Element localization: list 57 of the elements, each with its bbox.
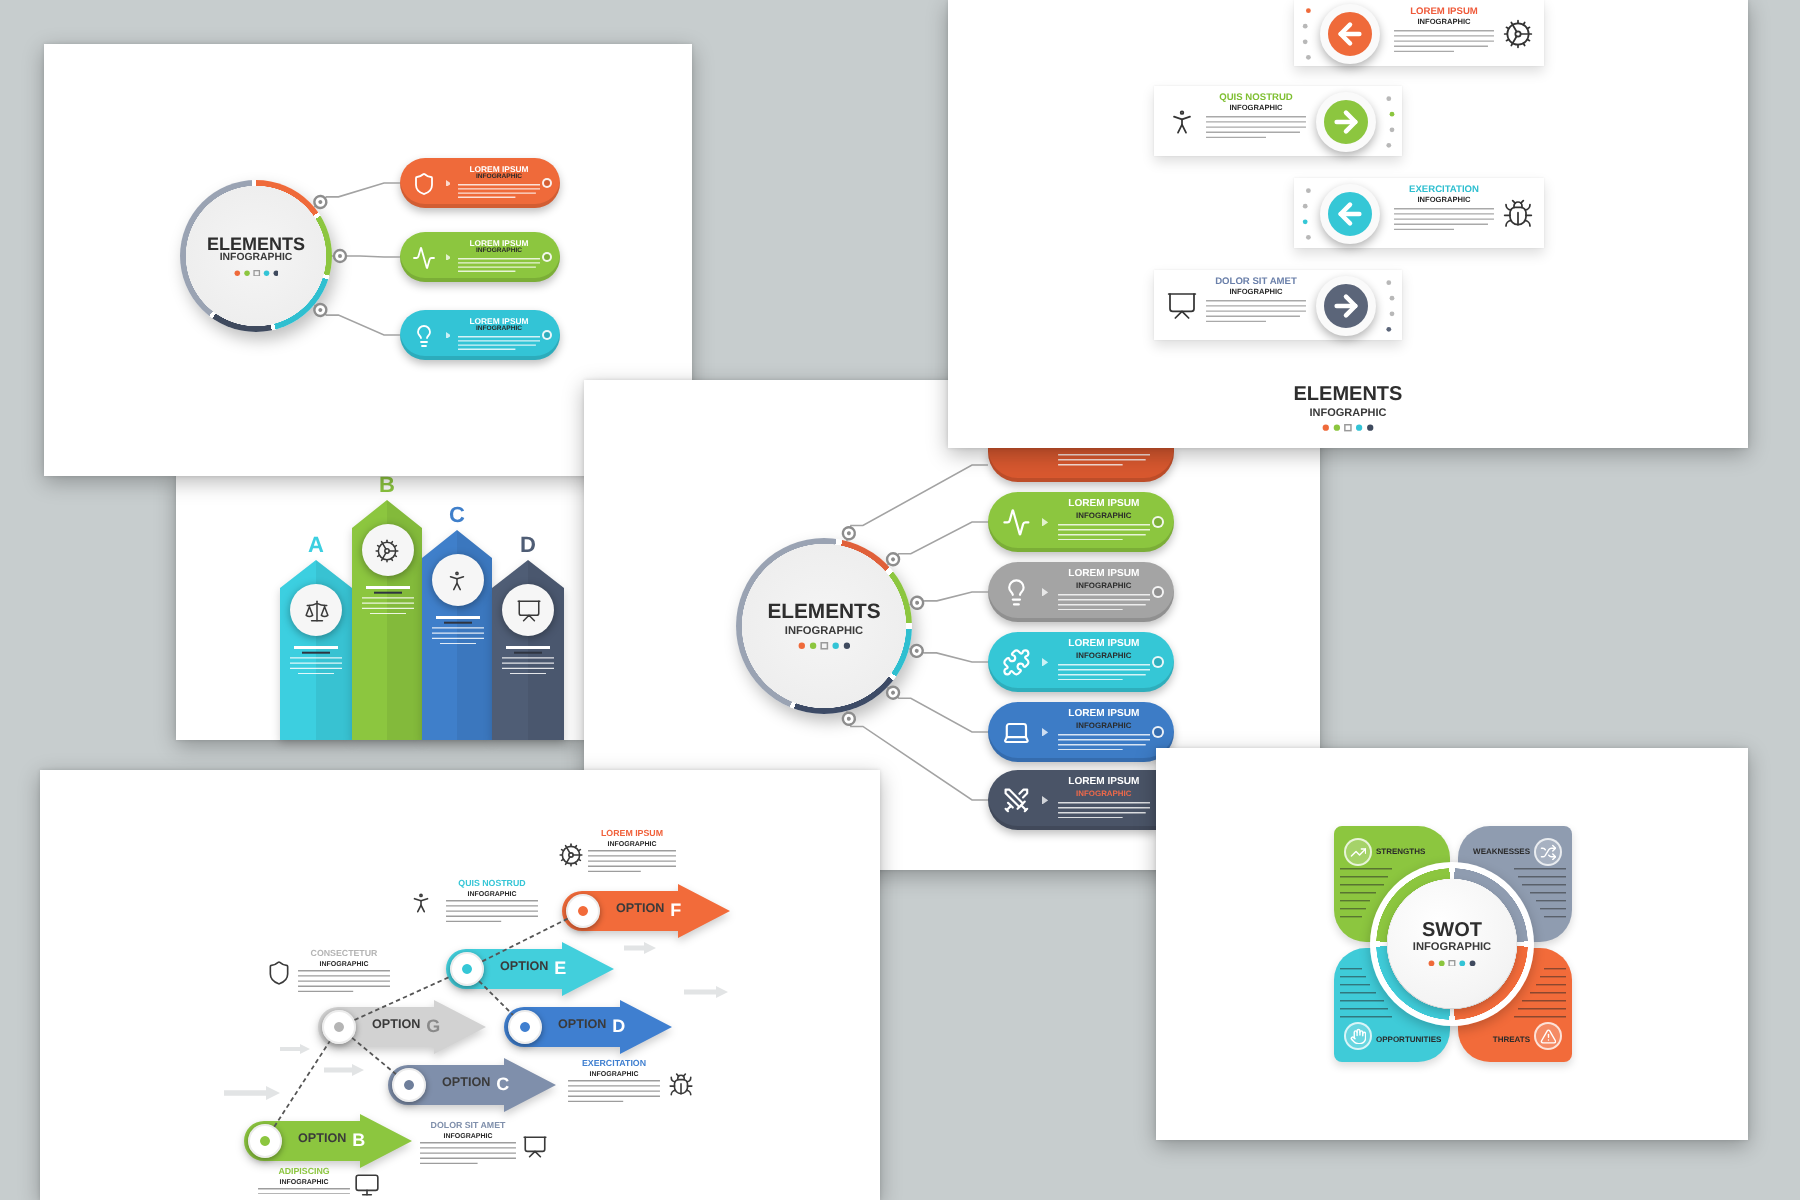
row-strip bbox=[1154, 86, 1402, 156]
option-letter: E bbox=[554, 959, 567, 979]
option-letter: C bbox=[496, 1075, 510, 1095]
row-strip bbox=[1154, 270, 1402, 340]
slide-card bbox=[40, 770, 880, 1200]
connector-line bbox=[885, 685, 989, 733]
connector-line bbox=[313, 182, 401, 210]
title-text: ELEMENTS bbox=[206, 235, 305, 254]
option-letter: F bbox=[670, 901, 682, 921]
column-letter: A bbox=[308, 532, 324, 560]
option-banner bbox=[562, 884, 730, 938]
option-pill bbox=[988, 562, 1174, 622]
option-pill bbox=[988, 492, 1174, 552]
connector-line bbox=[885, 521, 989, 567]
arrow-column bbox=[422, 502, 492, 740]
option-banner bbox=[318, 1000, 486, 1054]
slide-card bbox=[44, 44, 692, 476]
option-pill bbox=[400, 158, 560, 208]
title-text: ELEMENTS bbox=[767, 602, 881, 626]
connector-line bbox=[908, 643, 989, 663]
connector-line bbox=[313, 302, 401, 336]
title-text: SWOT bbox=[1422, 921, 1482, 942]
option-letter: D bbox=[612, 1017, 626, 1037]
option-banner bbox=[388, 1058, 556, 1112]
title-text: ELEMENTS bbox=[1293, 386, 1403, 408]
dashed-connector-line bbox=[481, 917, 569, 963]
option-letter: B bbox=[352, 1131, 366, 1151]
option-pill bbox=[400, 310, 560, 360]
column-letter: B bbox=[379, 472, 395, 500]
option-banner bbox=[446, 942, 614, 996]
slide-card bbox=[948, 0, 1748, 448]
column-letter: C bbox=[449, 502, 465, 530]
option-banner bbox=[244, 1114, 412, 1168]
dashed-connector-line bbox=[478, 980, 514, 1016]
option-pill bbox=[988, 702, 1174, 762]
connector-line bbox=[841, 464, 989, 542]
row-strip bbox=[1294, 178, 1544, 248]
option-letter: G bbox=[426, 1017, 441, 1037]
slide-card bbox=[176, 472, 588, 740]
dashed-connector-line bbox=[353, 975, 453, 1021]
row-strip bbox=[1294, 0, 1544, 66]
arrow-column bbox=[352, 472, 422, 740]
dashed-connector-line bbox=[273, 1040, 331, 1128]
slide-card bbox=[1156, 748, 1748, 1140]
option-banner bbox=[504, 1000, 672, 1054]
column-letter: D bbox=[520, 532, 536, 560]
connector-line bbox=[908, 591, 989, 610]
option-pill bbox=[988, 770, 1156, 830]
connector-line bbox=[841, 710, 989, 801]
option-pill bbox=[400, 232, 560, 282]
dashed-connector-line bbox=[351, 1036, 397, 1076]
option-pill bbox=[988, 632, 1174, 692]
center-circle bbox=[180, 180, 332, 332]
arrow-column bbox=[492, 532, 564, 740]
connector-line bbox=[331, 248, 401, 264]
option-pill bbox=[988, 448, 1174, 482]
arrow-column bbox=[280, 532, 352, 740]
